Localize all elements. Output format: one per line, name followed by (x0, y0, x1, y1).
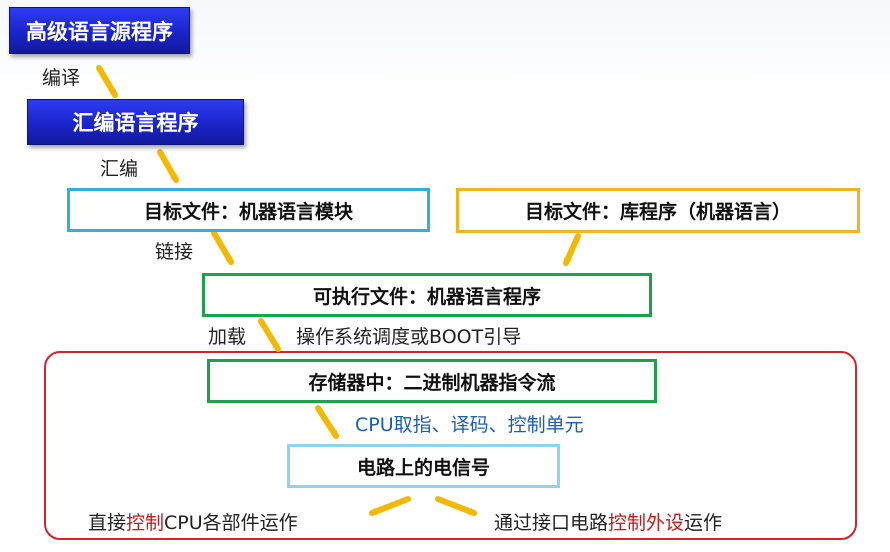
memory-stream-label: 存储器中：二进制机器指令流 (308, 371, 556, 394)
high-level-source-label: 高级语言源程序 (26, 19, 173, 44)
assembly-program-label: 汇编语言程序 (72, 111, 199, 135)
arrow-compile (96, 65, 118, 99)
arrow-link-left (211, 230, 234, 266)
load-label: 加载 (208, 326, 247, 348)
arrow-assemble (157, 149, 179, 184)
electrical-signal-box: 电路上的电信号 (287, 444, 560, 488)
object-library-box: 目标文件：库程序（机器语言） (456, 188, 860, 233)
object-module-label: 目标文件：机器语言模块 (143, 200, 353, 223)
electrical-signal-label: 电路上的电信号 (356, 456, 490, 479)
outcome-left: 直接控制CPU各部件运作 (88, 508, 298, 535)
high-level-source-box: 高级语言源程序 (9, 7, 190, 54)
compile-label: 编译 (42, 67, 81, 89)
os-boot-label: 操作系统调度或BOOT引导 (296, 326, 522, 348)
executable-label: 可执行文件：机器语言程序 (312, 285, 541, 308)
arrow-load (258, 318, 281, 352)
outcome-right: 通过接口电路控制外设运作 (494, 508, 722, 535)
outcome-right-highlight: 控制外设 (608, 512, 685, 534)
outcome-left-pre: 直接 (88, 512, 127, 534)
hardware-execution-region (44, 351, 857, 540)
cpu-units-label: CPU取指、译码、控制单元 (355, 414, 584, 436)
object-module-box: 目标文件：机器语言模块 (67, 188, 430, 232)
outcome-left-highlight: 控制 (126, 512, 165, 534)
assembly-program-box: 汇编语言程序 (27, 99, 244, 145)
arrow-link-right (563, 233, 581, 267)
outcome-right-post: 运作 (684, 512, 723, 534)
link-label: 链接 (155, 241, 194, 263)
memory-stream-box: 存储器中：二进制机器指令流 (207, 359, 657, 403)
outcome-left-post: CPU各部件运作 (164, 512, 298, 534)
assemble-label: 汇编 (100, 158, 139, 180)
executable-box: 可执行文件：机器语言程序 (202, 273, 652, 317)
outcome-right-pre: 通过接口电路 (494, 512, 609, 534)
object-library-label: 目标文件：库程序（机器语言） (524, 201, 791, 223)
